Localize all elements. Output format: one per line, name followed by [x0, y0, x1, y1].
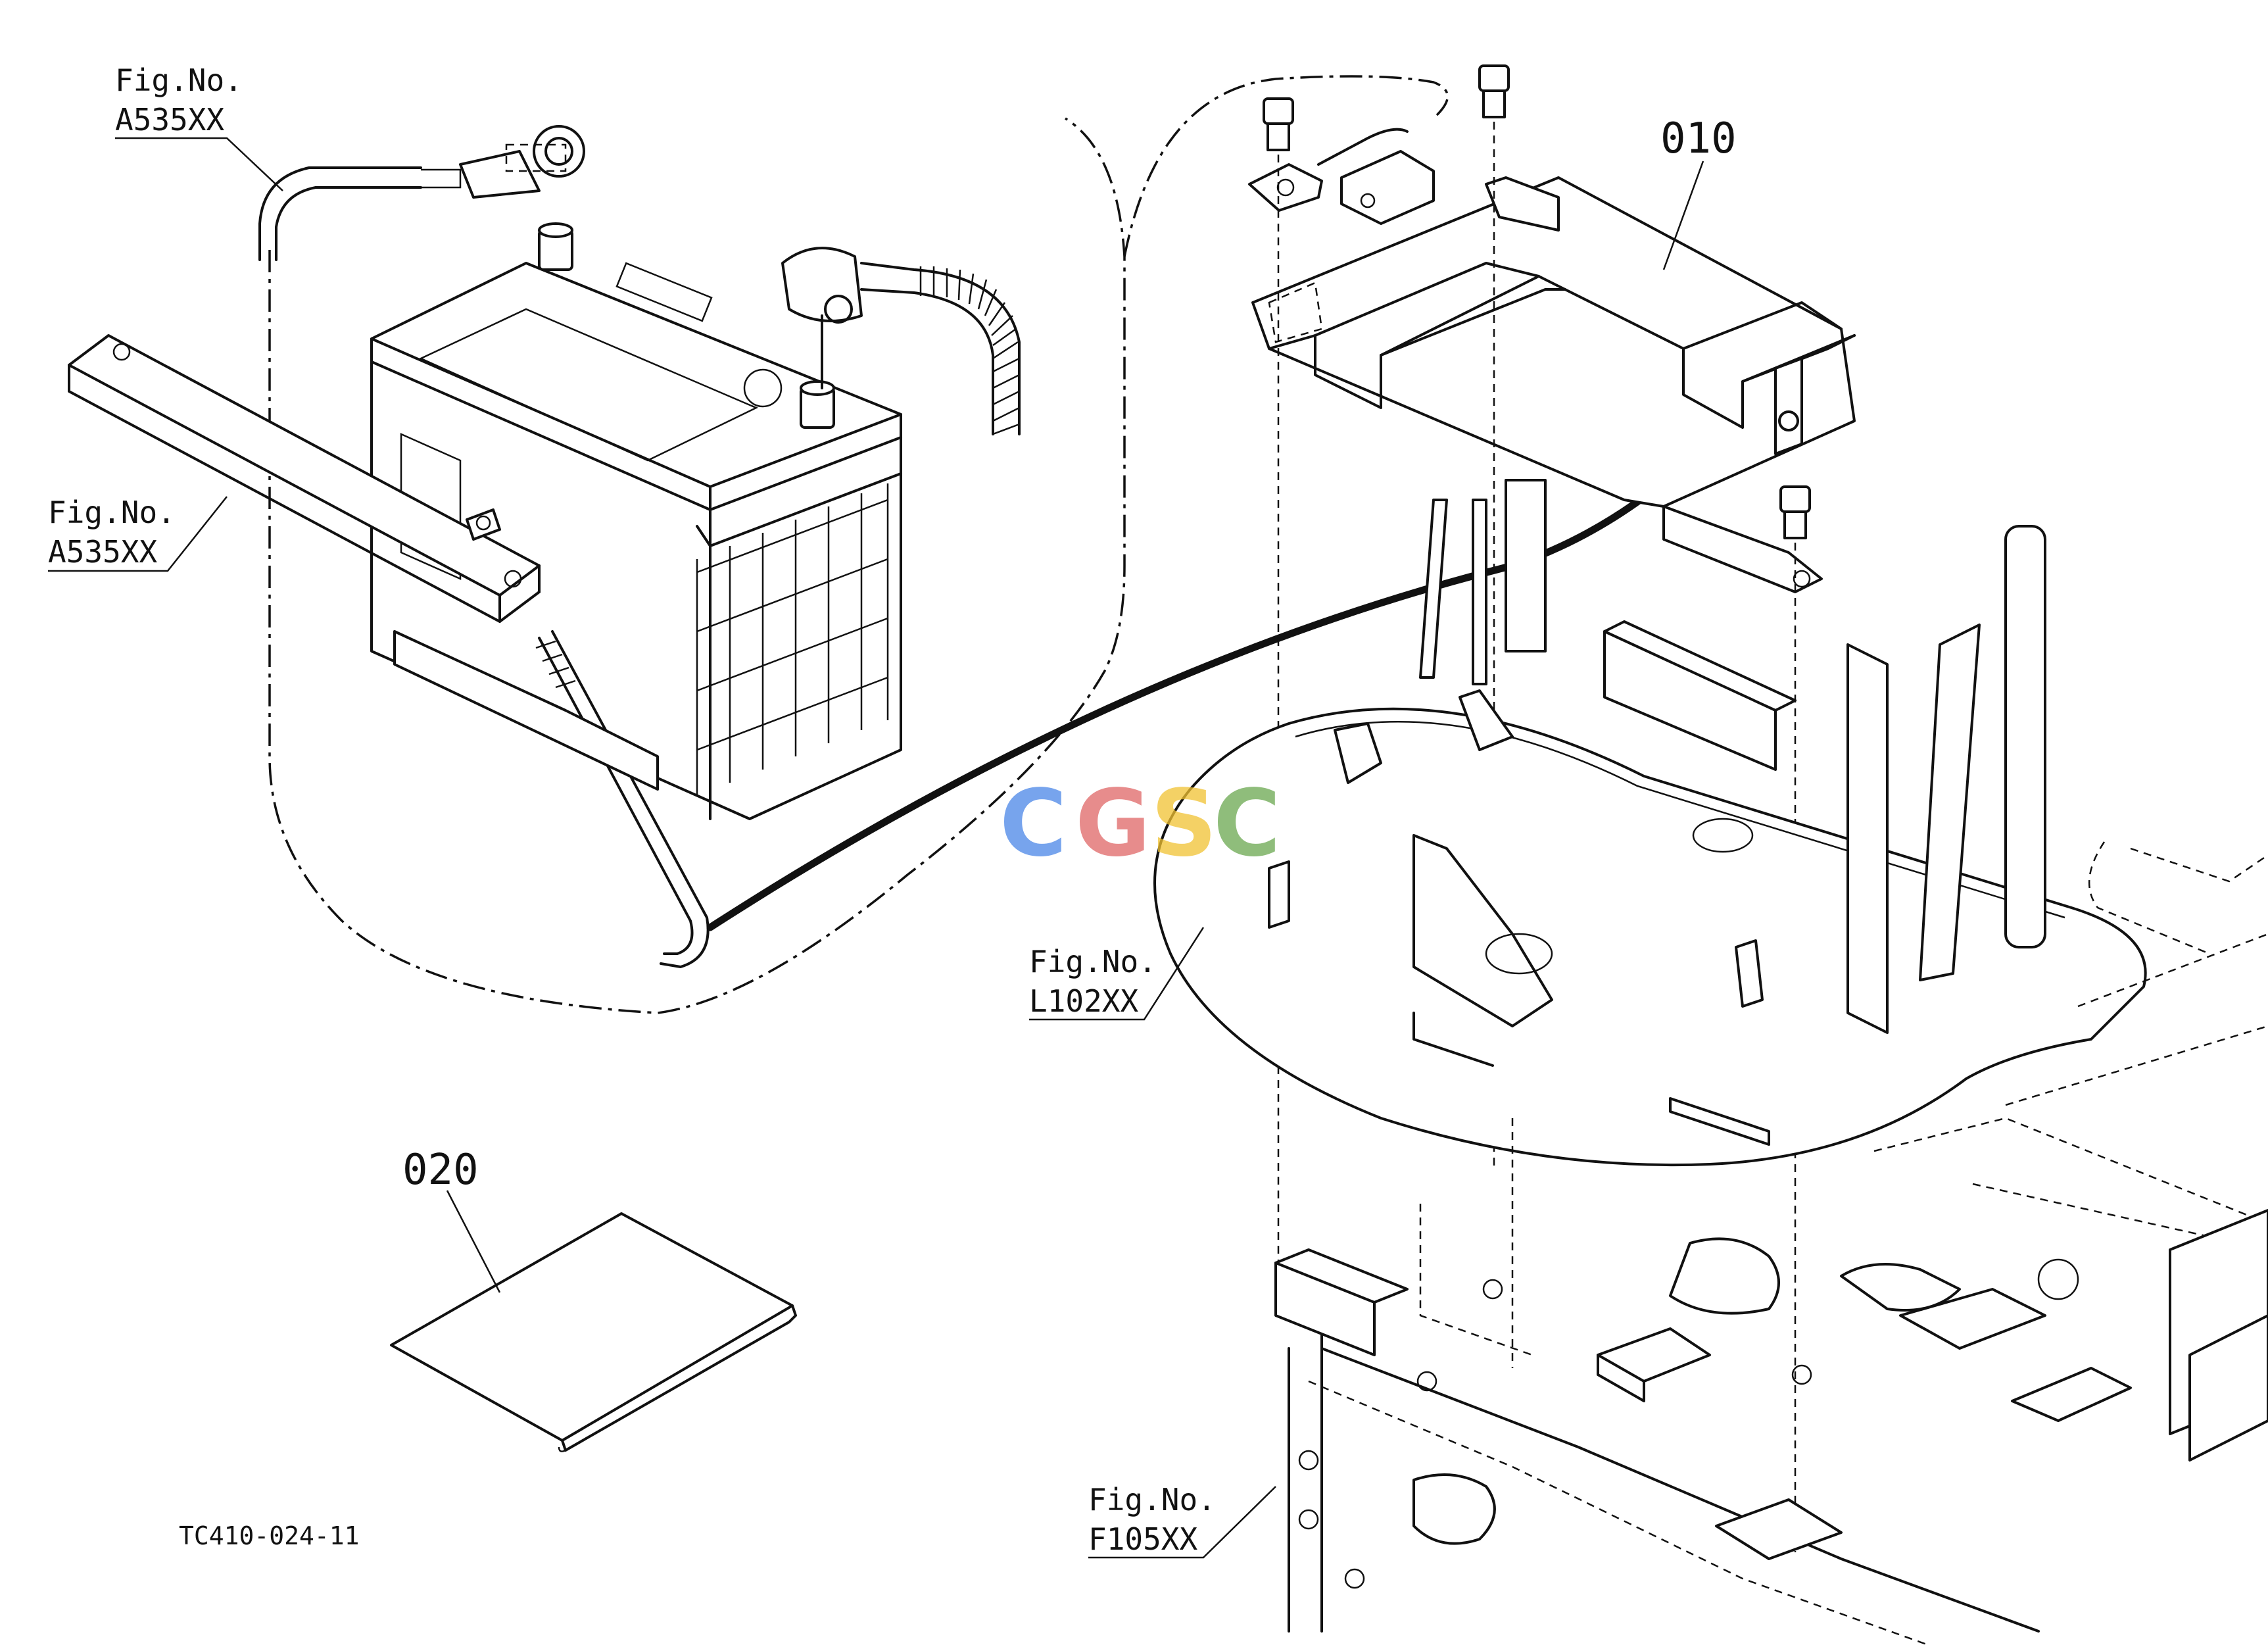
battery-base-clamp: [393, 630, 659, 791]
callout-fig-code: L102XX: [1029, 983, 1138, 1019]
frame: [1274, 841, 2268, 1646]
callout-fig-label: Fig.No.: [1088, 1482, 1216, 1517]
callout-middle: Fig.No. L102XX: [1029, 944, 1157, 1019]
battery-hold-down-bar: [68, 334, 541, 623]
callout-fig-code: F105XX: [1088, 1521, 1197, 1557]
bracket-bolts: [1263, 64, 1811, 539]
callout-fig-label: Fig.No.: [115, 62, 243, 98]
negative-cable: [781, 247, 1021, 435]
callout-upper-left: Fig.No. A535XX: [115, 62, 243, 137]
battery: [370, 222, 902, 820]
callout-left: Fig.No. A535XX: [48, 495, 176, 570]
bolt: [1263, 97, 1294, 151]
watermark-letter: G: [1075, 770, 1151, 877]
bolt: [1478, 64, 1510, 118]
part-number-010: 010: [1660, 114, 1737, 163]
callout-fig-code: A535XX: [115, 102, 224, 137]
watermark-letter: C: [1000, 770, 1067, 877]
callout-fig-code: A535XX: [48, 534, 157, 570]
callout-lower: Fig.No. F105XX: [1088, 1482, 1216, 1557]
bracket-ground-wire: [1123, 75, 1449, 257]
battery-group-outline: [268, 117, 1126, 1014]
callout-fig-label: Fig.No.: [1029, 944, 1157, 979]
callout-leaders: [48, 137, 1704, 1559]
positive-cable: [258, 125, 585, 261]
drawing-code: TC410-024-11: [179, 1521, 360, 1550]
floor-plate: [1153, 479, 2147, 1167]
watermark-letter: C: [1213, 770, 1281, 877]
watermark-logo: C G S C: [1000, 770, 1281, 877]
part-number-020: 020: [402, 1146, 479, 1194]
bolt: [1779, 485, 1811, 539]
document-020: [390, 1212, 797, 1452]
battery-hook-bolt: [466, 508, 710, 968]
battery-assembly: [68, 117, 1126, 1014]
battery-bracket-010: [1123, 75, 1856, 593]
watermark-letter: S: [1151, 770, 1217, 877]
callout-fig-label: Fig.No.: [48, 495, 176, 530]
